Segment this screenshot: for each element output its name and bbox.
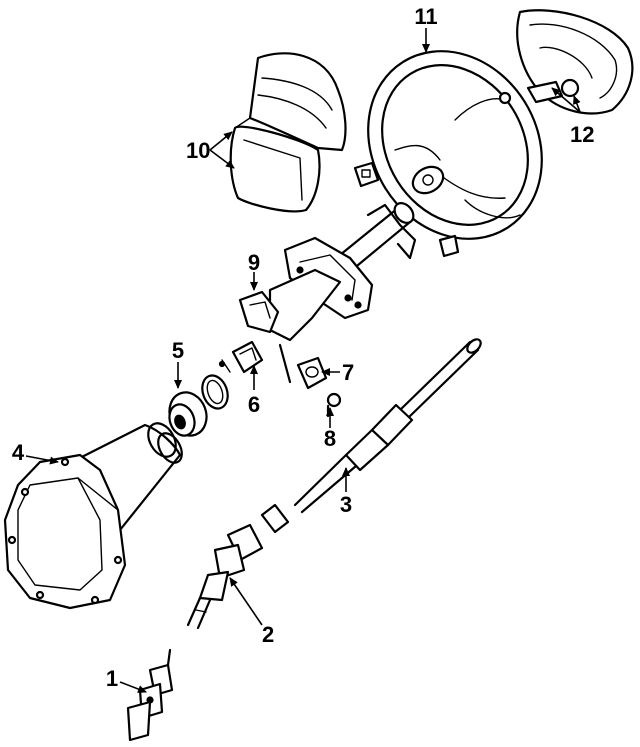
lock-cylinder [296,356,328,390]
callout-7: 7 [342,360,354,385]
leader-lines [25,28,581,693]
callout-labels: 11 10 12 9 5 6 7 8 4 3 2 1 [12,4,595,691]
callout-11: 11 [414,4,437,29]
callout-4: 4 [12,440,25,465]
bearing [218,340,264,374]
callout-12: 12 [570,122,594,147]
callout-8: 8 [324,426,336,451]
callout-2: 2 [262,622,274,647]
lower-shaft [186,523,264,630]
column-housing [3,422,183,610]
callout-6: 6 [248,392,260,417]
clip-part [353,161,460,258]
shaft-sleeve [260,503,290,534]
column-bracket [238,236,374,384]
callout-3: 3 [340,492,352,517]
column-boot [168,391,208,437]
intermediate-shaft [293,338,482,514]
callout-10: 10 [186,138,210,163]
upper-column-tube [338,202,417,272]
callout-9: 9 [248,250,260,275]
airbag-module [498,9,634,115]
callout-5: 5 [172,338,184,363]
column-cover [229,52,347,213]
steering-wheel [367,50,543,240]
universal-joint [126,648,174,742]
seal-ring [201,374,229,410]
callout-1: 1 [106,666,118,691]
